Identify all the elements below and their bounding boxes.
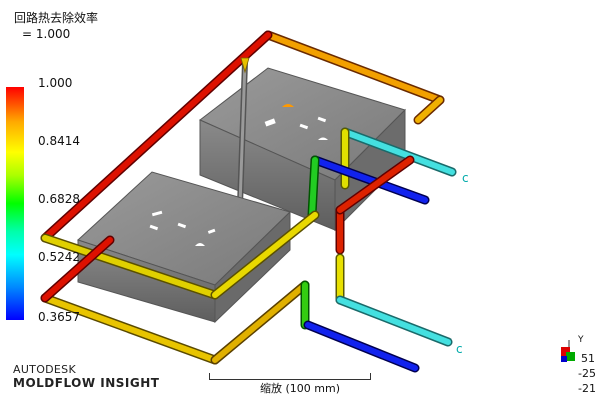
legend-label-4: 0.5242 — [38, 250, 80, 264]
sprue — [237, 57, 250, 206]
cooling-channel-front — [40, 155, 415, 365]
brand-logo: AUTODESK MOLDFLOW INSIGHT — [13, 363, 160, 391]
cooling-channel-upper-right: ᴄ — [307, 127, 469, 220]
axis-y-label: Y — [578, 335, 584, 345]
orientation-triad-icon[interactable] — [561, 340, 575, 362]
brand-line-1: AUTODESK — [13, 363, 76, 376]
legend-label-3: 0.6828 — [38, 192, 80, 206]
scale-label: 缩放 (100 mm) — [260, 382, 341, 395]
result-title: 回路热去除效率 — [14, 11, 99, 25]
cooling-channel-lower-right: ᴄ — [303, 253, 463, 373]
axis-coord-1: 51 — [581, 352, 595, 365]
legend-label-2: 0.8414 — [38, 134, 80, 148]
mold-insert-front — [77, 171, 291, 324]
legend-label-max: 1.000 — [38, 76, 73, 90]
svg-text:ᴄ: ᴄ — [462, 171, 469, 185]
legend-label-min: 0.3657 — [38, 310, 80, 324]
axis-coord-2: -25 — [578, 367, 596, 380]
result-value: = 1.000 — [22, 27, 71, 41]
axis-coord-3: -21 — [578, 382, 596, 395]
svg-text:ᴄ: ᴄ — [456, 342, 463, 356]
color-legend-bar — [6, 87, 24, 320]
cooling-channel-back — [40, 30, 445, 243]
scale-bar — [209, 373, 371, 380]
brand-line-2: MOLDFLOW INSIGHT — [13, 376, 160, 390]
